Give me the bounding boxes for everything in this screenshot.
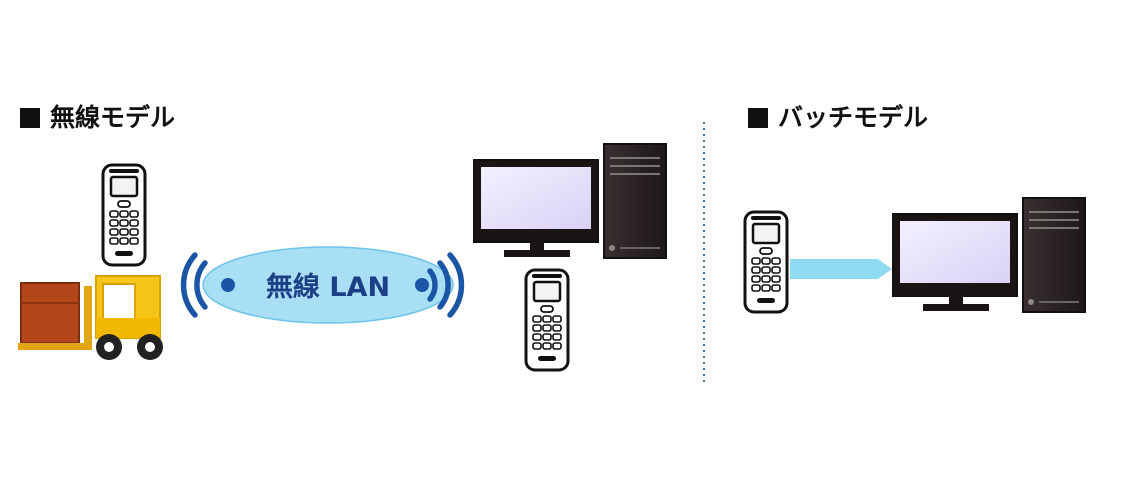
forklift-icon — [18, 275, 163, 360]
wireless-lan-label: 無線 LAN — [265, 272, 391, 303]
lan-endpoint-left — [221, 278, 235, 292]
lan-endpoint-right — [415, 278, 429, 292]
scanner-icon-batch — [743, 210, 789, 314]
link-arrow — [790, 259, 892, 279]
scanner-icon-pc — [524, 268, 570, 372]
wireless-lan-ellipse — [202, 246, 454, 324]
wireless-signal-icon-right — [427, 252, 465, 318]
square-bullet-icon — [20, 108, 40, 128]
desktop-pc-icon-batch — [892, 197, 1086, 313]
square-bullet-icon — [748, 108, 768, 128]
wireless-model-title: 無線モデル — [20, 98, 175, 134]
wireless-model-title-text: 無線モデル — [50, 103, 176, 132]
scanner-icon-forklift — [101, 163, 147, 267]
batch-model-title: バッチモデル — [748, 98, 928, 134]
batch-model-title-text: バッチモデル — [778, 103, 929, 132]
desktop-pc-icon-wireless — [473, 143, 667, 259]
